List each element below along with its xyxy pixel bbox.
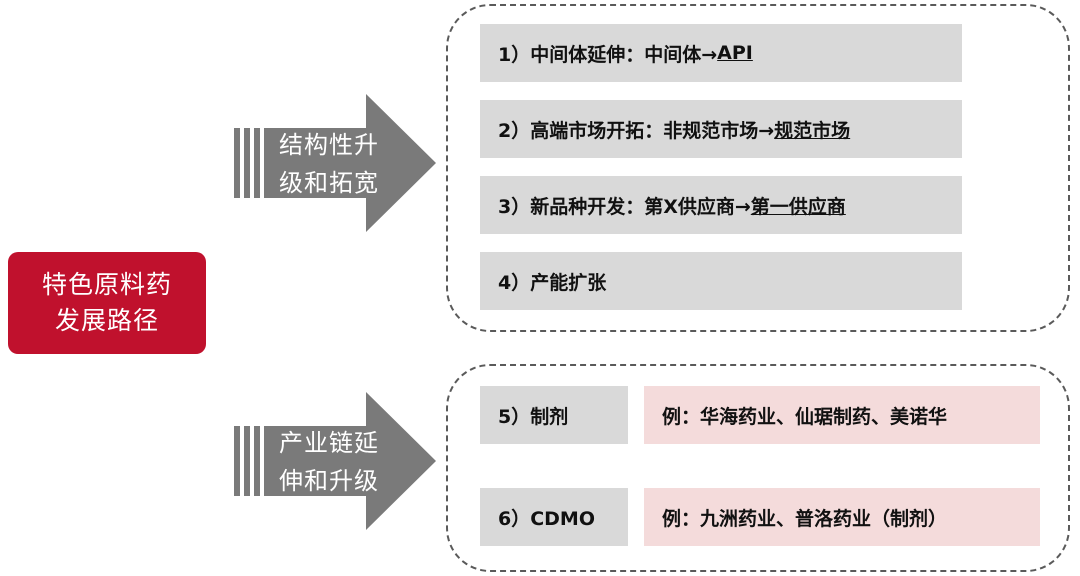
item-3-highlight: 第一供应商 (750, 195, 846, 218)
item-3: 3）新品种开发：第X供应商→第一供应商 (480, 176, 962, 234)
item-2: 2）高端市场开拓：非规范市场→规范市场 (480, 100, 962, 158)
branch-arrow-upper: 结构性升 级和拓宽 (234, 94, 436, 232)
branch-label-upper-line1: 结构性升 (279, 131, 379, 159)
item-5: 5）制剂 (480, 386, 628, 444)
item-3-text: 3）新品种开发：第X供应商→ (498, 195, 751, 218)
item-2-text: 2）高端市场开拓：非规范市场→ (498, 119, 775, 142)
group-structural-upgrade (446, 4, 1070, 332)
branch-label-upper: 结构性升 级和拓宽 (264, 126, 394, 202)
group-chain-extension (446, 364, 1070, 572)
branch-label-lower-line1: 产业链延 (279, 429, 379, 457)
arrow-shape-lower (234, 392, 436, 530)
item-6: 6）CDMO (480, 488, 628, 546)
item-1: 1）中间体延伸：中间体→API (480, 24, 962, 82)
item-4-text: 4）产能扩张 (498, 271, 607, 294)
root-title-line1: 特色原料药 (41, 270, 172, 299)
item-2-highlight: 规范市场 (774, 119, 851, 142)
item-1-highlight: API (717, 42, 753, 64)
item-4: 4）产能扩张 (480, 252, 962, 310)
item-6-text: 6）CDMO (498, 507, 595, 530)
branch-arrow-lower: 产业链延 伸和升级 (234, 392, 436, 530)
arrow-shape-upper (234, 94, 436, 232)
branch-label-lower-line2: 伸和升级 (279, 467, 379, 495)
item-1-text: 1）中间体延伸：中间体→ (498, 43, 718, 66)
root-node: 特色原料药 发展路径 (8, 252, 206, 354)
item-5-example: 例：华海药业、仙琚制药、美诺华 (644, 386, 1040, 444)
branch-label-lower: 产业链延 伸和升级 (264, 424, 394, 500)
item-5-example-text: 例：华海药业、仙琚制药、美诺华 (662, 405, 948, 428)
root-title-line2: 发展路径 (54, 306, 159, 335)
item-5-text: 5）制剂 (498, 405, 569, 428)
item-6-example: 例：九洲药业、普洛药业（制剂） (644, 488, 1040, 546)
branch-label-upper-line2: 级和拓宽 (279, 169, 379, 197)
item-6-example-text: 例：九洲药业、普洛药业（制剂） (662, 507, 948, 530)
